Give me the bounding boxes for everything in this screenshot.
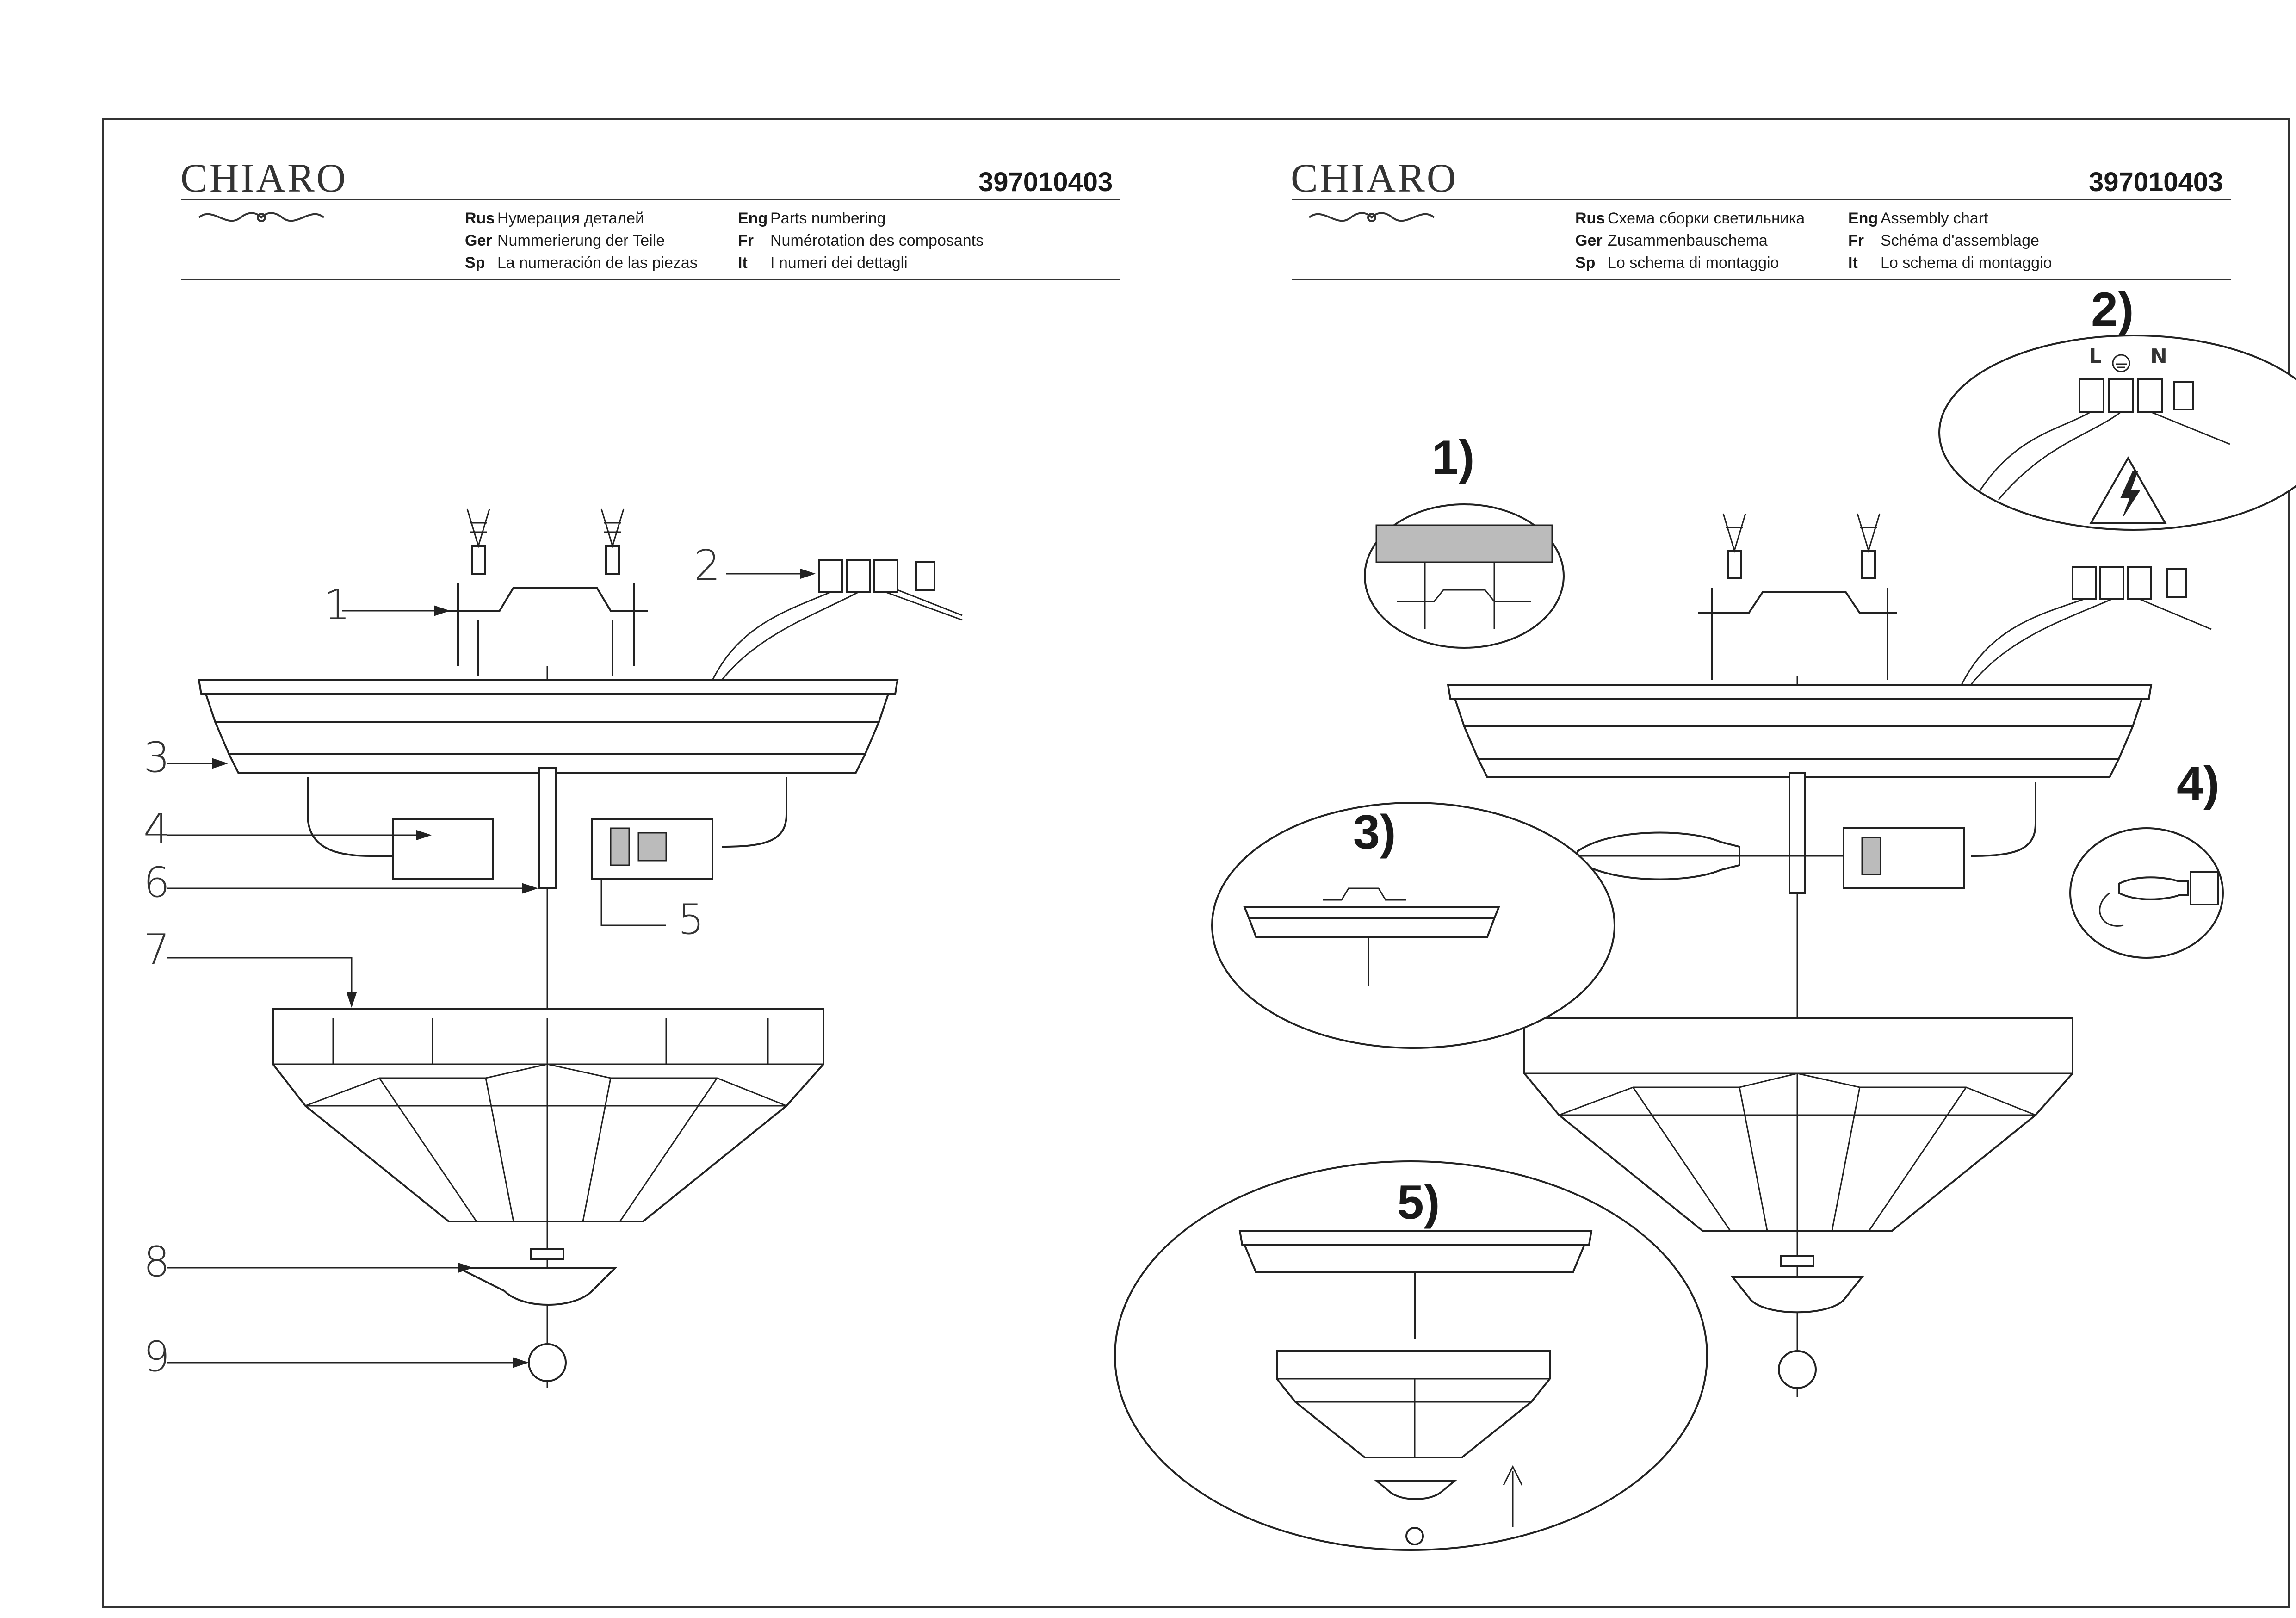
callout-1: 1	[324, 581, 351, 629]
callout-leaders	[167, 568, 816, 1368]
earth-ground-icon	[2112, 354, 2130, 372]
finial-ball	[528, 1343, 567, 1382]
callout-5: 5	[678, 895, 705, 944]
finial-nut	[1780, 1255, 1814, 1267]
document-number: 397010403	[2089, 167, 2223, 197]
lang-text: Parts numbering	[770, 210, 886, 227]
callout-2: 2	[694, 541, 721, 590]
threaded-rod	[1789, 772, 1806, 894]
lang-code: It	[1848, 254, 1858, 272]
socket-arm	[1970, 782, 2036, 857]
terminal-block	[1961, 566, 2212, 685]
socket-arm	[721, 777, 787, 848]
brand-logo: CHIARO	[1291, 156, 1458, 201]
lang-code: Rus	[1575, 210, 1605, 227]
lang-text: Assembly chart	[1881, 210, 1988, 227]
finial-plate	[458, 1267, 618, 1306]
callout-7: 7	[143, 925, 170, 974]
lang-code: Ger	[1575, 232, 1603, 249]
document-number: 397010403	[978, 167, 1113, 197]
glass-shade	[1523, 1017, 2073, 1232]
detail-2-circle	[1938, 335, 2296, 531]
callout-6: 6	[143, 858, 170, 907]
finial-ball	[1778, 1350, 1817, 1389]
finial-plate	[1730, 1276, 1864, 1314]
lang-code: Sp	[1575, 254, 1596, 272]
callout-8: 8	[143, 1238, 170, 1286]
mounting-bracket	[1698, 591, 1897, 614]
ceiling-base	[1447, 684, 2153, 778]
glass-shade	[272, 1008, 824, 1222]
terminal-block	[712, 559, 963, 681]
lang-text: Numérotation des composants	[770, 232, 984, 249]
step-3-label: 3)	[1353, 806, 1396, 859]
finial-nut	[530, 1248, 564, 1260]
wall-plug	[457, 508, 490, 676]
ornament-icon	[1308, 212, 1435, 222]
lang-text: Lo schema di montaggio	[1881, 254, 2052, 272]
page-frame	[102, 118, 2290, 1608]
step-5-label: 5)	[1397, 1176, 1440, 1229]
threaded-rod	[538, 767, 557, 889]
lang-code: Fr	[738, 232, 754, 249]
header-top-rule	[1292, 199, 2231, 200]
left-exploded-view	[167, 508, 963, 1388]
terminal-label-l: L	[2089, 345, 2102, 368]
lang-text: Schéma d'assemblage	[1881, 232, 2039, 249]
lang-text: Lo schema di montaggio	[1608, 254, 1779, 272]
lang-text: La numeración de las piezas	[497, 254, 698, 272]
ornament-icon	[198, 212, 325, 222]
lang-text: Схема сборки светильника	[1608, 210, 1805, 227]
lang-text: Zusammenbauschema	[1608, 232, 1768, 249]
lang-code: Eng	[1848, 210, 1878, 227]
lang-code: Rus	[465, 210, 495, 227]
terminal-label-n: N	[2150, 345, 2167, 368]
right-assembled-view	[1114, 335, 2296, 1551]
language-table: Rus Нумерация деталей Eng Parts numberin…	[465, 208, 1011, 273]
mounting-bracket	[444, 587, 648, 612]
lang-text: I numeri dei dettagli	[770, 254, 908, 272]
step-2-label: 2)	[2091, 283, 2134, 336]
brand-logo: CHIARO	[180, 156, 348, 201]
callout-9: 9	[143, 1333, 170, 1381]
lang-code: Fr	[1848, 232, 1864, 249]
header-bottom-rule	[181, 279, 1120, 280]
ceiling-base	[198, 679, 899, 774]
lang-code: Eng	[738, 210, 768, 227]
wall-plug	[600, 508, 635, 676]
language-table: Rus Схема сборки светильника Eng Assembl…	[1575, 208, 2121, 273]
step-1-label: 1)	[1432, 431, 1475, 484]
part-4-box	[392, 818, 494, 880]
lang-text: Nummerierung der Teile	[497, 232, 665, 249]
lang-code: It	[738, 254, 748, 272]
lang-code: Ger	[465, 232, 492, 249]
header-bottom-rule	[1292, 279, 2231, 280]
callout-4: 4	[143, 805, 170, 854]
callout-3: 3	[143, 733, 170, 782]
header-top-rule	[181, 199, 1120, 200]
lang-code: Sp	[465, 254, 485, 272]
socket-arm	[307, 777, 393, 857]
step-4-label: 4)	[2177, 757, 2220, 811]
lang-text: Нумерация деталей	[497, 210, 644, 227]
